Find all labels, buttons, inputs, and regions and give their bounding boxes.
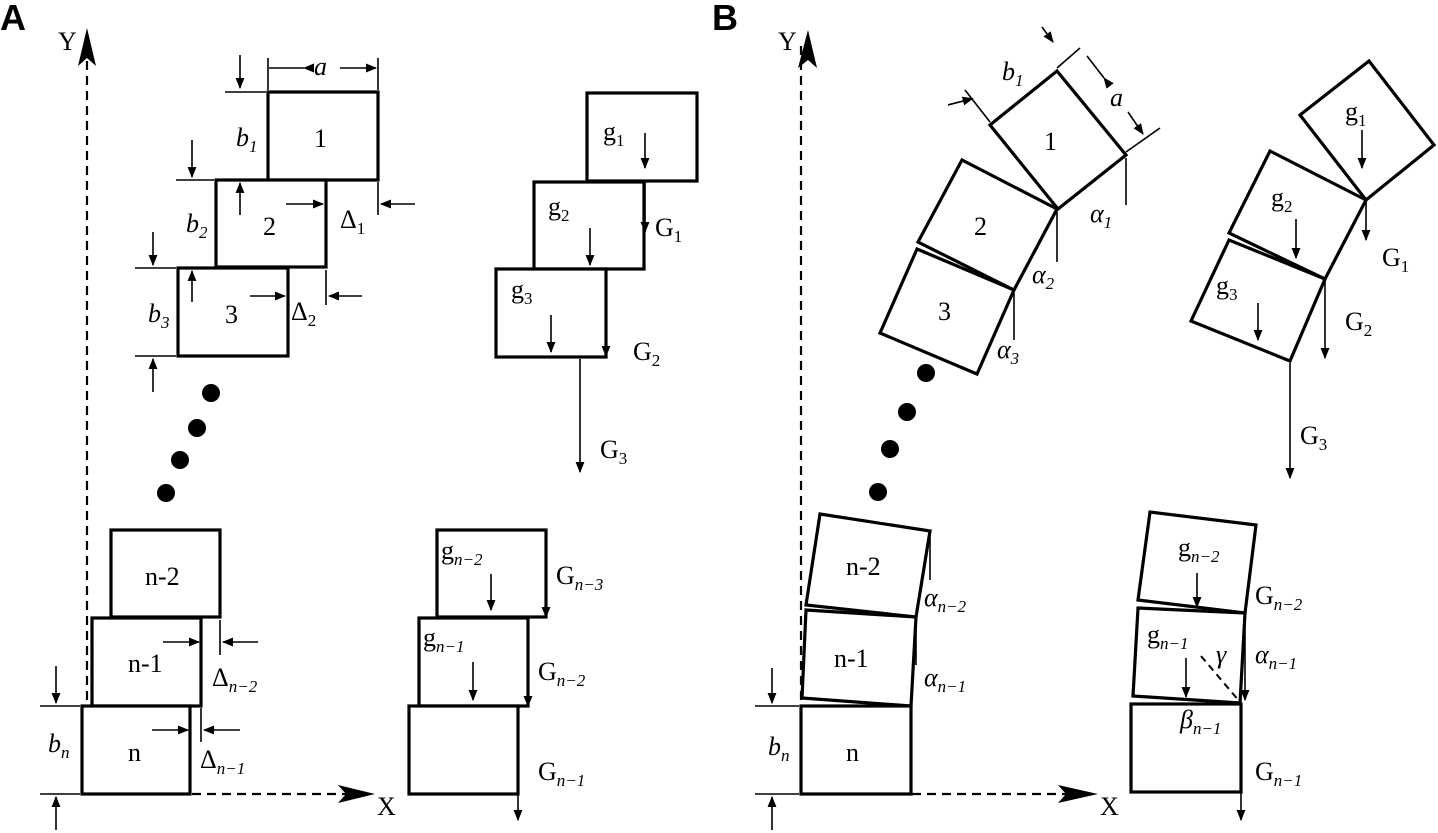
bn-b-label: bn: [768, 732, 790, 765]
block-n-2: [109, 528, 222, 619]
block-b-n: [799, 704, 913, 796]
block-b-1-label: 1: [1044, 127, 1057, 156]
delta-n-1-label: Δn−1: [200, 745, 245, 778]
block-2: [214, 178, 328, 269]
alpha3-label: α3: [997, 335, 1019, 368]
G3-b-label: G3: [1300, 421, 1327, 454]
b1-label: b1: [236, 123, 258, 156]
panel-a-letter: A: [0, 0, 26, 38]
delta-n-2-label: Δn−2: [212, 663, 258, 696]
block-1-label: 1: [314, 124, 327, 153]
g-n-1-b-label: gn−1: [1147, 620, 1188, 653]
force-block-b-1: [1297, 58, 1437, 203]
ellipsis-dots-b: [869, 364, 935, 501]
gamma-label: γ: [1216, 640, 1227, 669]
G-n-3-label: Gn−3: [556, 561, 603, 594]
block-b-n-1: [800, 608, 918, 708]
G1-b-label: G1: [1382, 243, 1409, 276]
G3-label: G3: [600, 435, 627, 468]
G1-label: G1: [655, 213, 682, 246]
force-block-b-3: [1188, 237, 1328, 364]
x-axis-arrowhead: [338, 785, 375, 803]
G-n-2-b-label: Gn−2: [1255, 581, 1303, 614]
block-n-1-label: n-1: [128, 649, 163, 678]
beta-label: βn−1: [1179, 705, 1221, 738]
panel-b: B Y X 1 2 3 n-2 n-1 n: [712, 0, 1437, 830]
delta2-label: Δ2: [291, 297, 316, 330]
force-block-b-n: [1129, 702, 1243, 794]
block-b-1: [987, 68, 1129, 212]
block-n: [80, 704, 192, 796]
y-axis-arrowhead: [78, 28, 96, 66]
g2-label: g2: [548, 192, 570, 225]
delta1-label: Δ1: [340, 205, 365, 238]
g3-label: g3: [511, 275, 533, 308]
G2-b-label: G2: [1345, 307, 1372, 340]
block-3: [176, 266, 290, 358]
dim-a-b-label: a: [1110, 83, 1123, 112]
y-axis-b-label: Y: [778, 27, 797, 56]
g1-b-label: g1: [1345, 97, 1367, 130]
dim-a-label: a: [314, 52, 327, 81]
block-3-label: 3: [225, 300, 238, 329]
block-b-n-2-label: n-2: [846, 552, 881, 581]
y-axis-b-arrowhead: [798, 30, 817, 68]
g-n-1-label: gn−1: [423, 623, 464, 656]
force-block-b-n-1: [1131, 606, 1247, 705]
block-b-n-1-label: n-1: [834, 644, 869, 673]
g-n-2-b-label: gn−2: [1178, 533, 1220, 566]
G-n-1-b-label: Gn−1: [1255, 757, 1302, 790]
alpha-n-2-label: αn−2: [924, 583, 967, 616]
force-block-b-2: [1226, 148, 1369, 282]
block-b-2-label: 2: [974, 212, 987, 241]
block-b-2: [915, 157, 1060, 293]
ellipsis-dots: [157, 384, 220, 502]
g2-b-label: g2: [1271, 183, 1293, 216]
block-2-label: 2: [263, 212, 276, 241]
panel-a: A Y X 1 2 3 n-2 n-1 n a: [0, 0, 699, 830]
x-axis-label: X: [377, 792, 396, 821]
G-n-1-label: Gn−1: [538, 757, 585, 790]
alpha-n-1-label: αn−1: [924, 663, 966, 696]
force-block-b-n-2: [1136, 510, 1258, 615]
block-1: [266, 90, 380, 182]
block-b-3: [877, 246, 1017, 377]
alpha1-label: α1: [1090, 199, 1112, 232]
x-axis-b-label: X: [1100, 792, 1119, 821]
alpha-n-1-b-label: αn−1: [1255, 640, 1297, 673]
g3-b-label: g3: [1216, 271, 1238, 304]
x-axis-b-arrowhead: [1058, 785, 1098, 803]
b2-label: b2: [186, 209, 208, 242]
block-n-label: n: [128, 738, 141, 767]
g1-label: g1: [603, 117, 625, 150]
g-n-2-label: gn−2: [441, 536, 483, 569]
block-b-n-2: [804, 512, 932, 619]
G2-label: G2: [633, 337, 660, 370]
force-block-n: [407, 704, 520, 796]
b1-b-label: b1: [1002, 57, 1024, 90]
b3-label: b3: [148, 299, 170, 332]
y-axis-label: Y: [58, 27, 77, 56]
panel-b-letter: B: [712, 0, 738, 38]
block-b-n-label: n: [846, 738, 859, 767]
block-n-1: [90, 616, 203, 708]
G-n-2-label: Gn−2: [538, 657, 586, 690]
block-b-3-label: 3: [938, 297, 951, 326]
block-n-2-label: n-2: [145, 562, 180, 591]
force-block-2: [532, 180, 646, 271]
gamma-dashed-line: [1200, 655, 1241, 703]
alpha2-label: α2: [1032, 260, 1055, 293]
bn-label: bn: [48, 729, 70, 762]
